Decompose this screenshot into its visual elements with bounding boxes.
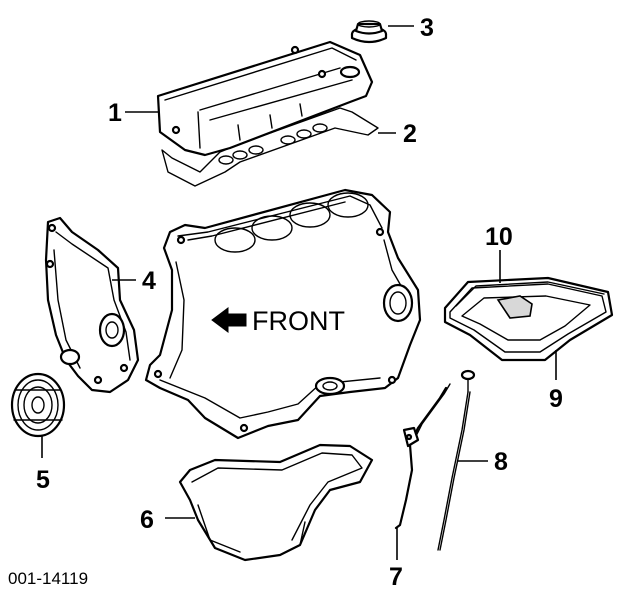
callout-5: 5 xyxy=(36,466,50,494)
callout-8: 8 xyxy=(494,448,508,476)
figure-code: 001-14119 xyxy=(8,569,88,588)
leader-lines xyxy=(41,25,557,560)
dipstick-guide xyxy=(394,383,451,530)
front-indicator: FRONT xyxy=(211,306,345,336)
lower-oil-pan xyxy=(178,443,374,562)
callout-6: 6 xyxy=(140,506,154,534)
callout-9: 9 xyxy=(549,385,563,413)
oil-pan-gasket xyxy=(455,281,605,307)
callout-4: 4 xyxy=(142,267,156,295)
upper-oil-pan xyxy=(443,276,614,362)
callout-3: 3 xyxy=(420,14,434,42)
front-arrow-icon xyxy=(211,307,247,333)
callout-7: 7 xyxy=(389,563,403,591)
oil-filler-cap xyxy=(350,20,388,44)
callout-2: 2 xyxy=(403,120,417,148)
spark-plug-seals xyxy=(218,123,328,165)
head-cover-gasket xyxy=(161,107,379,187)
front-label: FRONT xyxy=(252,306,345,336)
engine-block xyxy=(144,188,422,440)
timing-chain-cover xyxy=(44,216,140,394)
callouts: 1 2 3 4 5 6 7 8 9 10 xyxy=(36,14,563,591)
crankshaft-pulley xyxy=(10,372,66,438)
cylinder-bores xyxy=(214,192,369,253)
cylinder-head-cover xyxy=(156,40,374,157)
callout-10: 10 xyxy=(485,223,513,251)
oil-dipstick xyxy=(437,369,476,551)
callout-1: 1 xyxy=(108,99,122,127)
